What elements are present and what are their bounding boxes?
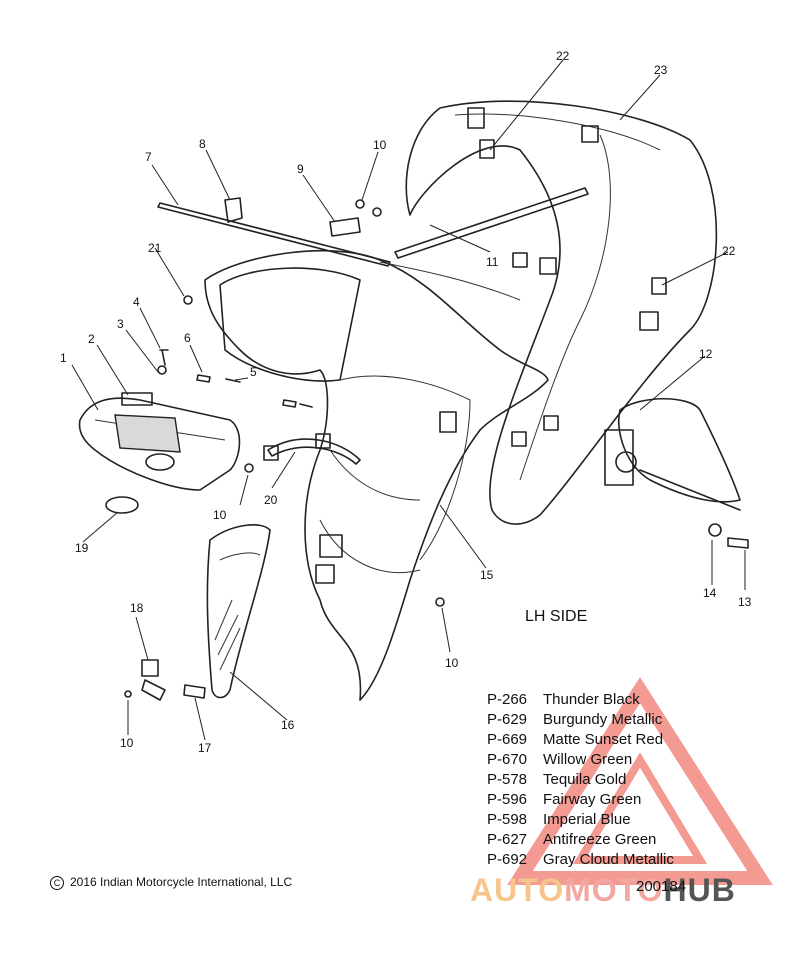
color-code: P-596 bbox=[487, 791, 528, 808]
watermark-auto: AUTO bbox=[470, 872, 565, 908]
inner-fairing-part bbox=[204, 250, 549, 701]
glovebox-lid-part bbox=[78, 397, 241, 491]
copyright-notice: C 2016 Indian Motorcycle International, L… bbox=[50, 875, 292, 890]
glovebox-latch-part bbox=[114, 414, 181, 453]
color-code: P-578 bbox=[487, 771, 528, 788]
callout-6: 6 bbox=[184, 331, 191, 345]
trim-rod-part bbox=[157, 202, 391, 267]
color-name: Fairway Green bbox=[543, 791, 642, 808]
callout-17: 17 bbox=[198, 741, 212, 755]
callout-1: 1 bbox=[60, 351, 67, 365]
copyright-icon: C bbox=[50, 875, 64, 890]
watermark-wordmark: AUTOMOTOHUB bbox=[470, 872, 736, 909]
callout-22-right: 22 bbox=[722, 244, 736, 258]
color-name: Willow Green bbox=[543, 751, 633, 768]
legend-row: P-669 Matte Sunset Red bbox=[487, 730, 727, 750]
callout-12: 12 bbox=[699, 347, 713, 361]
callout-9: 9 bbox=[297, 162, 304, 176]
bracket-part bbox=[224, 197, 243, 223]
paint-color-legend: P-266 Thunder Black P-629 Burgundy Metalli… bbox=[487, 690, 727, 870]
watermark-moto: MOTO bbox=[564, 872, 664, 908]
legend-row: P-627 Antifreeze Green bbox=[487, 830, 727, 850]
mounting-tabs bbox=[315, 107, 667, 584]
outer-fairing-part bbox=[405, 100, 718, 525]
color-code: P-692 bbox=[487, 851, 528, 868]
color-code: P-629 bbox=[487, 711, 528, 728]
callout-7: 7 bbox=[145, 150, 152, 164]
callout-19: 19 bbox=[75, 541, 89, 555]
callout-23: 23 bbox=[654, 63, 668, 77]
color-code: P-598 bbox=[487, 811, 528, 828]
callout-8: 8 bbox=[199, 137, 206, 151]
callout-10-right: 10 bbox=[445, 656, 459, 670]
callout-11: 11 bbox=[486, 255, 499, 269]
side-label: LH SIDE bbox=[525, 608, 588, 625]
legend-row: P-266 Thunder Black bbox=[487, 690, 727, 710]
legend-row: P-578 Tequila Gold bbox=[487, 770, 727, 790]
callout-18: 18 bbox=[130, 601, 144, 615]
callout-13: 13 bbox=[738, 595, 752, 609]
callout-15: 15 bbox=[480, 568, 494, 582]
callout-22-top: 22 bbox=[556, 49, 570, 63]
color-name: Matte Sunset Red bbox=[543, 731, 664, 748]
callout-5: 5 bbox=[250, 365, 257, 379]
color-name: Tequila Gold bbox=[543, 771, 627, 788]
callout-16: 16 bbox=[281, 718, 295, 732]
watermark-triangle bbox=[507, 676, 773, 885]
callout-4: 4 bbox=[133, 295, 140, 309]
legend-row: P-598 Imperial Blue bbox=[487, 810, 727, 830]
color-name: Thunder Black bbox=[543, 691, 640, 708]
watermark-hub: HUB bbox=[663, 872, 736, 908]
callout-14: 14 bbox=[703, 586, 717, 600]
copyright-text: 2016 Indian Motorcycle International, LL… bbox=[70, 875, 293, 889]
legend-row: P-596 Fairway Green bbox=[487, 790, 727, 810]
legend-row: P-692 Gray Cloud Metallic bbox=[487, 850, 727, 870]
mirror-part bbox=[618, 397, 741, 503]
callout-2: 2 bbox=[88, 332, 95, 346]
color-code: P-627 bbox=[487, 831, 528, 848]
color-name: Antifreeze Green bbox=[543, 831, 657, 848]
color-name: Burgundy Metallic bbox=[543, 711, 663, 728]
clip-part bbox=[329, 217, 361, 237]
legend-row: P-629 Burgundy Metallic bbox=[487, 710, 727, 730]
arc-bracket-part bbox=[267, 438, 361, 465]
color-code: P-266 bbox=[487, 691, 528, 708]
color-code: P-670 bbox=[487, 751, 528, 768]
side-panel-part bbox=[206, 524, 271, 699]
callout-10-left: 10 bbox=[213, 508, 227, 522]
color-name: Imperial Blue bbox=[543, 811, 631, 828]
callout-21: 21 bbox=[148, 241, 162, 255]
callout-20: 20 bbox=[264, 493, 278, 507]
callout-3: 3 bbox=[117, 317, 124, 331]
callout-10-bottom: 10 bbox=[120, 736, 134, 750]
legend-row: P-670 Willow Green bbox=[487, 750, 727, 770]
knob-part bbox=[105, 496, 139, 514]
trim-strip-part bbox=[394, 187, 589, 259]
drawing-number: 200184 bbox=[636, 878, 687, 895]
callout-10-top: 10 bbox=[373, 138, 387, 152]
leader-lines bbox=[71, 59, 746, 741]
color-name: Gray Cloud Metallic bbox=[543, 851, 674, 868]
color-code: P-669 bbox=[487, 731, 528, 748]
